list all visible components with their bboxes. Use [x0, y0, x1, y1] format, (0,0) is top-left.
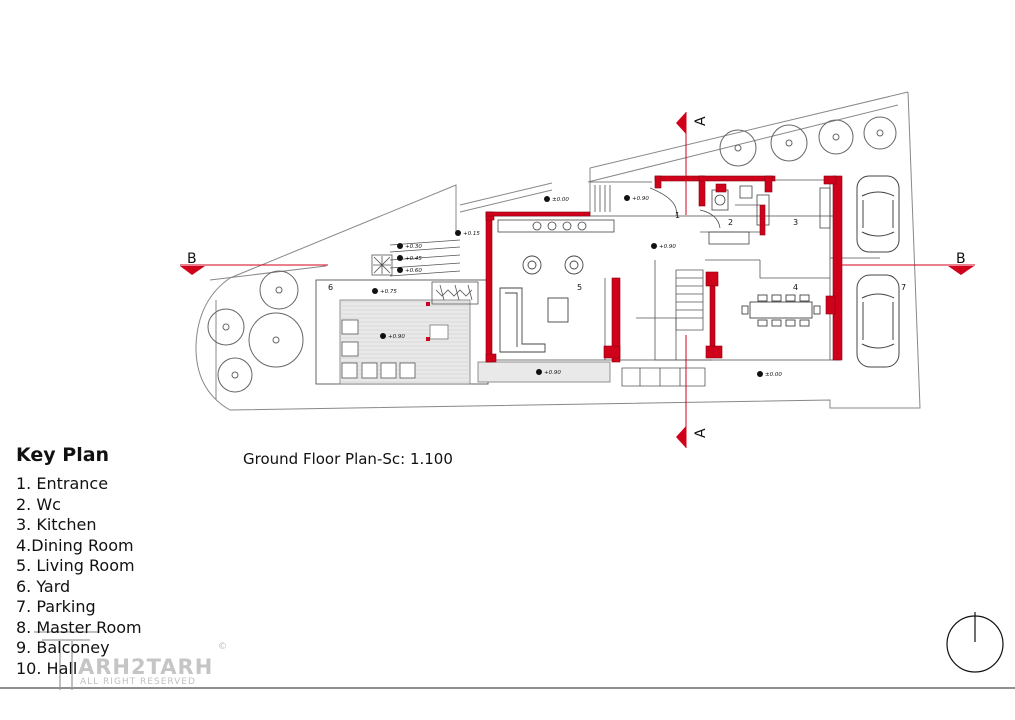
dining-table — [741, 294, 821, 327]
level-label: +0.15 — [463, 231, 480, 237]
watermark-brand: ARH2TARH — [78, 655, 214, 679]
key-plan-item: 9. Balconey — [16, 638, 110, 657]
section-arrows — [180, 112, 974, 448]
wc-fixtures — [699, 185, 753, 229]
room-number: 4 — [793, 283, 798, 292]
room-numbers: 1 2 3 4 5 6 7 — [328, 211, 906, 292]
north-arrow — [946, 612, 1004, 673]
section-a-bottom-label: A — [693, 428, 709, 438]
section-a-top-label: A — [693, 116, 709, 126]
room-number: 5 — [577, 283, 582, 292]
level-label: +0.90 — [544, 370, 561, 376]
watermark-copyright: © — [218, 642, 227, 652]
key-plan-list: 1. Entrance 2. Wc 3. Kitchen 4.Dining Ro… — [16, 474, 142, 679]
watermark-logo — [34, 631, 98, 690]
level-symbols — [372, 195, 763, 377]
level-label: +0.90 — [632, 196, 649, 202]
key-plan-item: 5. Living Room — [16, 556, 135, 575]
plan-title: Ground Floor Plan-Sc: 1.100 — [243, 450, 453, 468]
site-boundary — [195, 91, 921, 411]
watermark-sub: ALL RIGHT RESERVED — [80, 677, 196, 687]
level-label: +0.45 — [405, 256, 422, 262]
room-number: 7 — [901, 283, 906, 292]
planters — [371, 239, 479, 305]
level-label: +0.90 — [388, 334, 405, 340]
kitchen-counter — [497, 187, 831, 245]
yard-area — [315, 279, 611, 385]
key-plan-item: 1. Entrance — [16, 474, 109, 493]
key-plan-item: 6. Yard — [16, 576, 71, 596]
level-label: ±0.00 — [552, 197, 569, 203]
section-b-right-label: B — [956, 251, 966, 267]
level-label: +0.90 — [659, 244, 676, 250]
parked-cars — [856, 175, 900, 368]
living-furniture — [499, 255, 584, 353]
trees — [207, 116, 897, 393]
level-label: +0.30 — [405, 244, 422, 250]
room-number: 3 — [793, 218, 798, 227]
key-plan-item: 4.Dining Room — [16, 535, 134, 555]
key-plan-item: 10. Hall — [16, 658, 78, 678]
room-number: 6 — [328, 283, 333, 292]
interior-lines — [489, 179, 880, 387]
level-labels: ±0.00 +0.90 +0.15 +0.30 +0.45 +0.60 +0.7… — [380, 196, 782, 378]
room-number: 2 — [728, 218, 733, 227]
level-label: +0.75 — [380, 289, 397, 295]
level-label: ±0.00 — [765, 372, 782, 378]
section-labels: B B A A — [187, 116, 966, 438]
key-plan-item: 8. Master Room — [16, 617, 142, 637]
section-b-left-label: B — [187, 251, 197, 267]
key-plan-item: 3. Kitchen — [16, 515, 97, 534]
key-plan-item: 2. Wc — [16, 494, 61, 514]
section-cut-lines — [180, 112, 975, 448]
level-label: +0.60 — [405, 268, 422, 274]
room-number: 1 — [675, 211, 680, 220]
key-plan-item: 7. Parking — [16, 597, 96, 616]
key-plan-title: Key Plan — [16, 444, 110, 466]
structural-walls — [485, 175, 843, 363]
